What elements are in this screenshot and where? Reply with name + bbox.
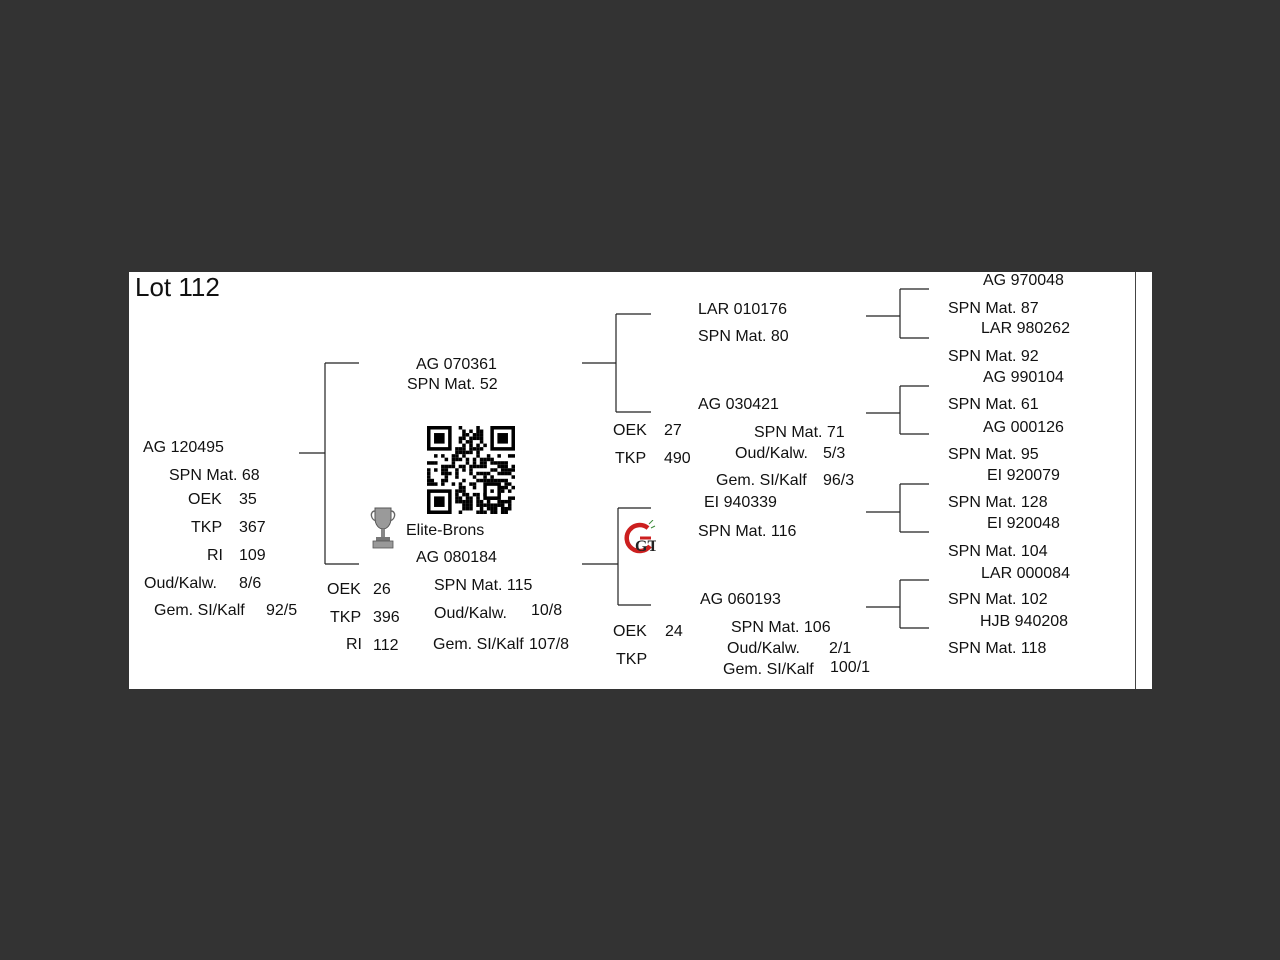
animal-ri-label: RI	[207, 547, 223, 564]
gen3-8-spn: SPN Mat. 118	[948, 640, 1047, 657]
animal-oud-label: Oud/Kalw.	[144, 575, 217, 592]
gen3-3-id: AG 990104	[983, 369, 1064, 386]
dam-oek-label: OEK	[327, 581, 361, 598]
sire-dam-oek-value: 27	[664, 422, 682, 439]
animal-tkp-value: 367	[239, 519, 266, 536]
dam-dam-oek-value: 24	[665, 623, 683, 640]
gen3-7-spn: SPN Mat. 102	[948, 591, 1048, 608]
sire-spn: SPN Mat. 52	[407, 376, 498, 393]
animal-ri-value: 109	[239, 547, 266, 564]
dam-sire-id: EI 940339	[704, 494, 777, 511]
dam-gem-label: Gem. SI/Kalf	[433, 636, 524, 653]
gen3-7-id: LAR 000084	[981, 565, 1070, 582]
animal-gem-value: 92/5	[266, 602, 298, 619]
gen3-4-id: AG 000126	[983, 419, 1064, 436]
animal-oud-value: 8/6	[239, 575, 262, 592]
gen3-5-spn: SPN Mat. 128	[948, 494, 1048, 511]
sire-dam-oud-label: Oud/Kalw.	[735, 445, 808, 462]
gen3-8-id: HJB 940208	[980, 613, 1069, 630]
sire-dam-gem-label: Gem. SI/Kalf	[716, 472, 807, 489]
dam-tkp-value: 396	[373, 609, 400, 626]
sire-sire-id: LAR 010176	[698, 301, 787, 318]
gen3-2-id: LAR 980262	[981, 320, 1070, 337]
connector-gen3-d	[866, 579, 929, 629]
connector-gen3-c	[866, 483, 929, 533]
sire-dam-oek-label: OEK	[613, 422, 647, 439]
animal-oek-value: 35	[239, 491, 257, 508]
dam-oud-value: 10/8	[531, 602, 563, 619]
dam-gem-value: 107/8	[529, 636, 570, 653]
dam-dam-tkp-label: TKP	[616, 651, 648, 668]
connector-sire	[582, 313, 651, 413]
lot-title: Lot 112	[135, 272, 220, 302]
dam-oud-label: Oud/Kalw.	[434, 605, 507, 622]
dam-spn: SPN Mat. 115	[434, 577, 533, 594]
dam-ri-label: RI	[346, 636, 362, 653]
right-border-rule	[1135, 272, 1136, 689]
pedigree-sheet: Lot 112 AG 120495 SPN Mat. 68 OEK 35 TKP…	[129, 272, 1152, 689]
animal-id: AG 120495	[143, 439, 224, 456]
dam-dam-spn: SPN Mat. 106	[731, 619, 831, 636]
dam-dam-gem-label: Gem. SI/Kalf	[723, 661, 814, 678]
animal-oek-label: OEK	[188, 491, 222, 508]
animal-gem-label: Gem. SI/Kalf	[154, 602, 245, 619]
sire-dam-tkp-value: 490	[664, 450, 691, 467]
dam-dam-gem-value: 100/1	[830, 659, 871, 676]
gt-logo-text: GT	[635, 538, 656, 555]
connector-gen3-a	[866, 288, 929, 339]
gen3-1-spn: SPN Mat. 87	[948, 300, 1039, 317]
dam-oek-value: 26	[373, 581, 391, 598]
connector-dam	[582, 507, 651, 606]
sire-dam-gem-value: 96/3	[823, 472, 855, 489]
dam-dam-oud-label: Oud/Kalw.	[727, 640, 800, 657]
dam-tkp-label: TKP	[330, 609, 362, 626]
pedigree-connector-lines	[299, 288, 929, 629]
gen3-5-id: EI 920079	[987, 467, 1060, 484]
sire-dam-id: AG 030421	[698, 396, 779, 413]
dam-dam-oek-label: OEK	[613, 623, 647, 640]
dam-award: Elite-Brons	[406, 522, 485, 539]
animal-tkp-label: TKP	[191, 519, 223, 536]
gen3-3-spn: SPN Mat. 61	[948, 396, 1039, 413]
animal-spn: SPN Mat. 68	[169, 467, 260, 484]
gen3-4-spn: SPN Mat. 95	[948, 446, 1039, 463]
qr-code[interactable]	[427, 426, 515, 514]
trophy-icon	[370, 507, 396, 549]
dam-ri-value: 112	[373, 637, 399, 654]
dam-dam-oud-value: 2/1	[829, 640, 852, 657]
sire-dam-tkp-label: TKP	[615, 450, 647, 467]
gen3-1-id: AG 970048	[983, 272, 1064, 289]
sire-dam-spn: SPN Mat. 71	[754, 424, 845, 441]
gen3-2-spn: SPN Mat. 92	[948, 348, 1039, 365]
dam-sire-spn: SPN Mat. 116	[698, 523, 797, 540]
dam-dam-id: AG 060193	[700, 591, 781, 608]
sire-dam-oud-value: 5/3	[823, 445, 846, 462]
gt-logo-icon: GT	[624, 520, 656, 555]
gen3-6-id: EI 920048	[987, 515, 1060, 532]
sire-sire-spn: SPN Mat. 80	[698, 328, 789, 345]
sire-id: AG 070361	[416, 356, 497, 373]
gen3-6-spn: SPN Mat. 104	[948, 543, 1048, 560]
connector-animal	[299, 362, 359, 565]
dam-id: AG 080184	[416, 549, 497, 566]
connector-gen3-b	[866, 385, 929, 435]
